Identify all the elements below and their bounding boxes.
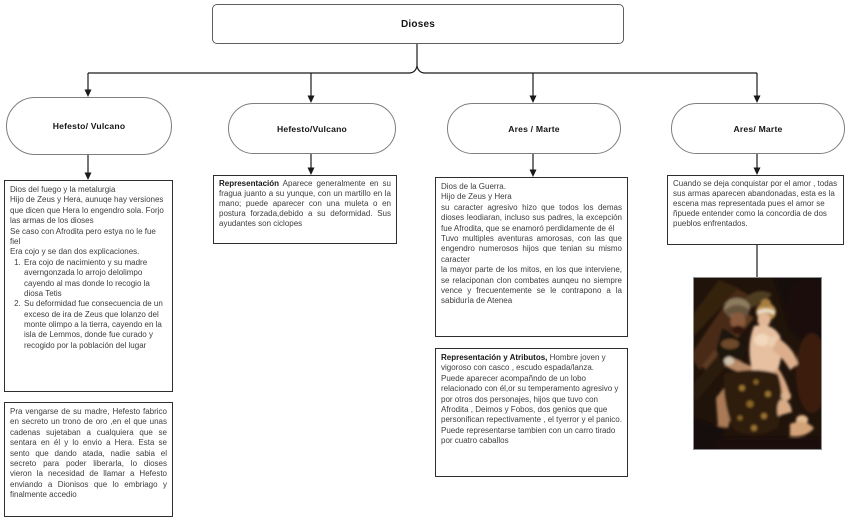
- list-item: Era cojo de nacimiento y su madre averng…: [23, 258, 167, 300]
- paragraph: Puede representarse tambien con un carro…: [441, 425, 616, 446]
- paragraph-text: Hombre joven y vigoroso con casco , escu…: [441, 353, 606, 373]
- node-ares-marte-2[interactable]: Ares/ Marte: [671, 103, 845, 154]
- paragraph: Dios de la Guerra.: [441, 182, 506, 191]
- paragraph: Era cojo y se dan dos explicaciones.: [10, 247, 140, 257]
- mars-venus-painting[interactable]: [693, 277, 822, 450]
- root-node-dioses[interactable]: Dioses: [212, 4, 624, 44]
- ares-description-box[interactable]: Dios de la Guerra. Hijo de Zeus y Hera s…: [435, 177, 628, 337]
- paragraph: Puede aparecer acompañndo de un lobo rel…: [441, 373, 622, 425]
- paragraph: Representación y Atributos, Hombre joven…: [441, 353, 622, 374]
- paragraph: Tuvo multiples aventuras amorosas, con l…: [441, 233, 622, 264]
- paragraph: Hijo de Zeus y Hera, aunuqe hay versione…: [10, 195, 164, 226]
- bold-lead: Representación: [219, 179, 280, 188]
- node-label: Hefesto/ Vulcano: [52, 121, 126, 131]
- node-hefesto-vulcano-1[interactable]: Hefesto/ Vulcano: [6, 97, 172, 155]
- hefesto-throne-box[interactable]: Pra vengarse de su madre, Hefesto fabric…: [4, 402, 173, 517]
- arrowheads: [84, 89, 761, 180]
- paragraph: Pra vengarse de su madre, Hefesto fabric…: [10, 407, 167, 500]
- node-label: Hefesto/Vulcano: [276, 123, 347, 134]
- paragraph: Se caso con Afrodita pero estya no le fu…: [10, 226, 156, 246]
- paragraph: Cuando se deja conquistar por el amor , …: [673, 179, 838, 229]
- paragraph: Hijo de Zeus y Hera: [441, 192, 512, 202]
- paragraph: Representación Aparece generalmente en s…: [219, 179, 391, 229]
- painting-art: [694, 278, 821, 449]
- ares-representacion-box[interactable]: Representación y Atributos, Hombre joven…: [435, 348, 628, 477]
- root-node-label: Dioses: [401, 18, 435, 30]
- node-ares-marte-1[interactable]: Ares / Marte: [447, 103, 621, 154]
- hefesto-description-box[interactable]: Dios del fuego y la metalurgia Hijo de Z…: [4, 180, 173, 392]
- hefesto-representacion-box[interactable]: Representación Aparece generalmente en s…: [213, 175, 397, 244]
- ares-amor-box[interactable]: Cuando se deja conquistar por el amor , …: [667, 175, 844, 245]
- paragraph: la mayor parte de los mitos, en los que …: [441, 265, 622, 306]
- node-hefesto-vulcano-2[interactable]: Hefesto/Vulcano: [228, 103, 396, 154]
- node-label: Ares / Marte: [508, 123, 560, 134]
- bold-lead: Representación y Atributos,: [441, 353, 548, 362]
- paragraph: Dios del fuego y la metalurgia: [10, 185, 116, 194]
- explanations-list: Era cojo de nacimiento y su madre averng…: [10, 258, 167, 352]
- paragraph: su caracter agresivo hizo que todos los …: [441, 202, 622, 233]
- node-label: Ares/ Marte: [733, 123, 783, 134]
- paragraph-text: Aparece generalmente en su fragua juanto…: [219, 179, 391, 229]
- list-item: Su deformidad fue consecuencia de un exc…: [23, 299, 167, 351]
